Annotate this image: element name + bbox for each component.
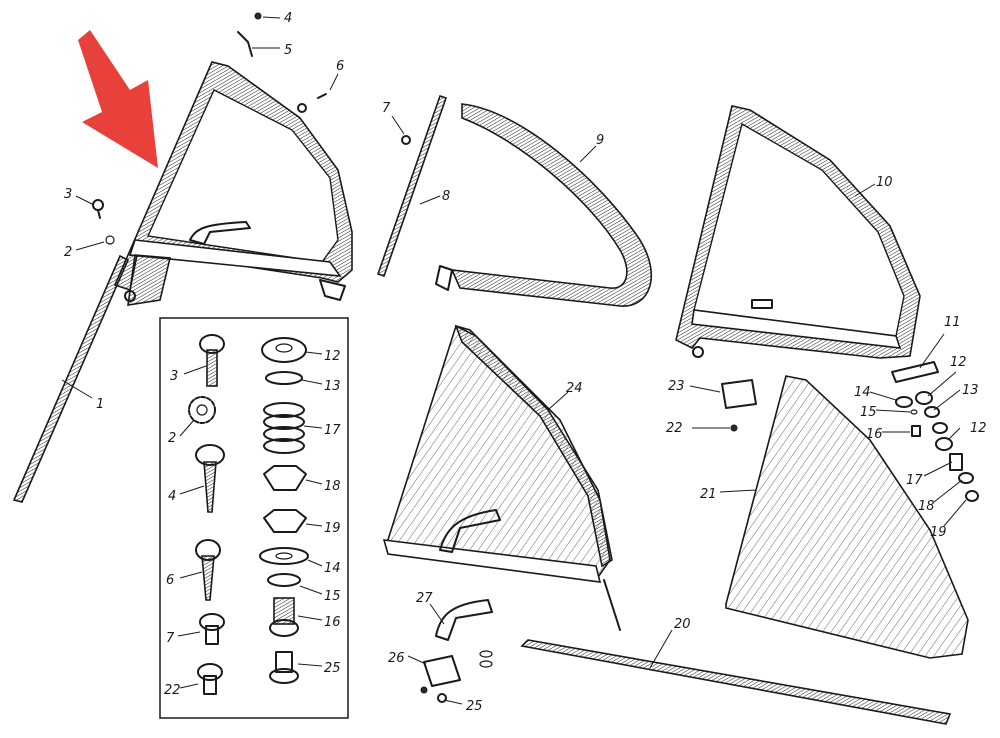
screw-4-top (254, 12, 262, 20)
inset-label-16: 16 (324, 615, 341, 630)
inset-label-25: 25 (324, 661, 341, 676)
inset-label-17: 17 (324, 423, 341, 438)
label-13-right: 13 (962, 383, 979, 398)
ring-15-inset (267, 573, 301, 587)
vent-window-frame (12, 61, 353, 503)
label-24: 24 (566, 381, 583, 396)
vent-glass-21 (725, 375, 969, 659)
nut-12-inset (261, 337, 307, 363)
washer-14-inset (259, 547, 309, 565)
screw-22-mid (730, 424, 738, 432)
label-14: 14 (854, 385, 871, 400)
inset-label-2: 2 (168, 431, 176, 446)
glass-channel-9 (435, 103, 653, 307)
label-25: 25 (466, 699, 483, 714)
label-23: 23 (668, 379, 685, 394)
lock-washer-2-inset (188, 396, 216, 424)
screw-7-inset (199, 613, 225, 645)
vent-frame-10 (675, 105, 921, 359)
rivet-6-top (317, 93, 327, 99)
inset-label-3: 3 (170, 369, 178, 384)
screw-25-bottom (420, 686, 447, 703)
seal-rod-8 (376, 94, 448, 278)
label-6: 6 (336, 59, 344, 74)
label-11: 11 (944, 315, 961, 330)
label-9: 9 (596, 133, 604, 148)
vent-glass-assembly-24 (382, 324, 621, 631)
screw-4-inset (195, 444, 225, 513)
label-19: 19 (930, 525, 947, 540)
seal-strip-20 (520, 639, 952, 725)
small-screw-3 (92, 199, 104, 219)
washer-2 (105, 235, 115, 245)
label-2: 2 (64, 245, 72, 260)
label-15: 15 (860, 405, 877, 420)
screw-22-inset (197, 663, 223, 695)
label-12-right-b: 12 (970, 421, 987, 436)
bracket-23 (721, 379, 757, 409)
screw-6-inset (195, 539, 221, 601)
inset-label-22: 22 (164, 683, 181, 698)
washer-13-inset (265, 371, 303, 385)
screw-7-top (401, 135, 411, 145)
inset-label-18: 18 (324, 479, 341, 494)
label-26: 26 (388, 651, 405, 666)
clip-5-top (237, 31, 253, 57)
label-22: 22 (666, 421, 683, 436)
label-20: 20 (674, 617, 691, 632)
label-16: 16 (866, 427, 883, 442)
nut-18-inset (263, 465, 307, 491)
label-8: 8 (442, 189, 450, 204)
right-hardware-column (895, 391, 979, 502)
label-3: 3 (64, 187, 72, 202)
label-21: 21 (700, 487, 717, 502)
bolt-16-inset (269, 597, 299, 637)
red-arrow-icon (78, 30, 158, 168)
label-27: 27 (416, 591, 433, 606)
inset-label-6: 6 (166, 573, 174, 588)
callout-labels: 1 2 3 4 5 6 7 8 9 10 11 14 15 16 17 18 1… (64, 11, 987, 714)
inset-label-15: 15 (324, 589, 341, 604)
inset-label-14: 14 (324, 561, 341, 576)
label-7: 7 (382, 101, 391, 116)
label-1: 1 (96, 397, 104, 412)
bushing-25-inset (269, 651, 299, 684)
fasteners-inset-box (159, 317, 349, 719)
leader-lines (61, 16, 967, 705)
handle-27 (435, 599, 493, 641)
inset-label-4: 4 (168, 489, 176, 504)
label-5: 5 (284, 43, 292, 58)
inset-label-12: 12 (324, 349, 341, 364)
inset-label-7: 7 (166, 631, 175, 646)
label-4: 4 (284, 11, 292, 26)
screw-3-inset (199, 334, 225, 387)
plate-11 (891, 361, 939, 383)
label-12-right-a: 12 (950, 355, 967, 370)
label-10: 10 (876, 175, 893, 190)
label-17: 17 (906, 473, 923, 488)
spring-17-inset (263, 402, 305, 454)
inset-label-19: 19 (324, 521, 341, 536)
latch-26 (423, 650, 493, 687)
nut-19-inset (263, 509, 307, 533)
label-18: 18 (918, 499, 935, 514)
inset-label-13: 13 (324, 379, 341, 394)
